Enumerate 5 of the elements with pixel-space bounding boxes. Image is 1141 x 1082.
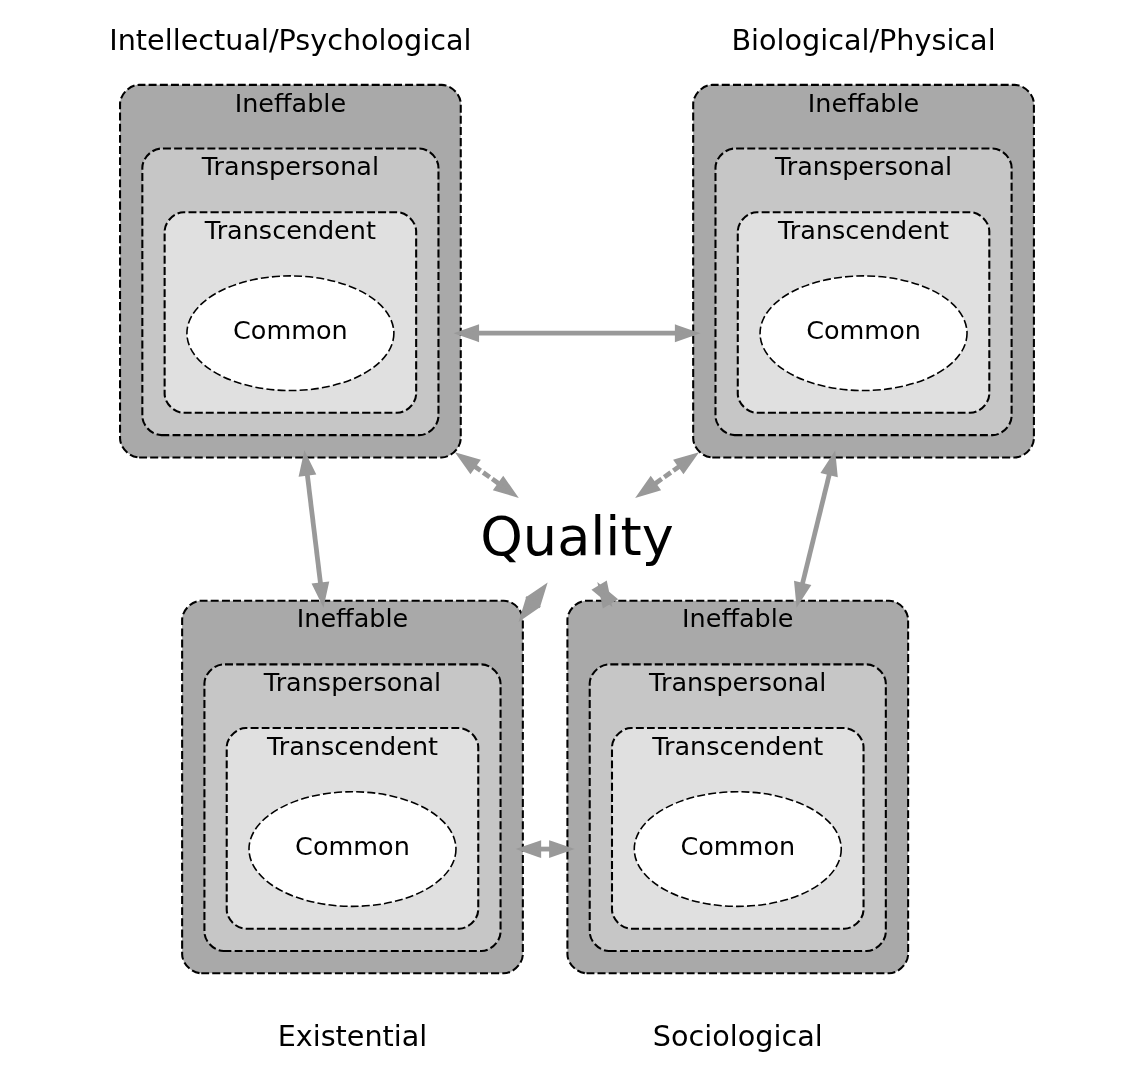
node-label: Existential (277, 1018, 427, 1053)
node-label: Biological/Physical (730, 23, 996, 58)
node-label: Sociological (652, 1018, 823, 1053)
node-label: Intellectual/Psychological (108, 23, 472, 58)
node-text: Quality (479, 504, 674, 568)
